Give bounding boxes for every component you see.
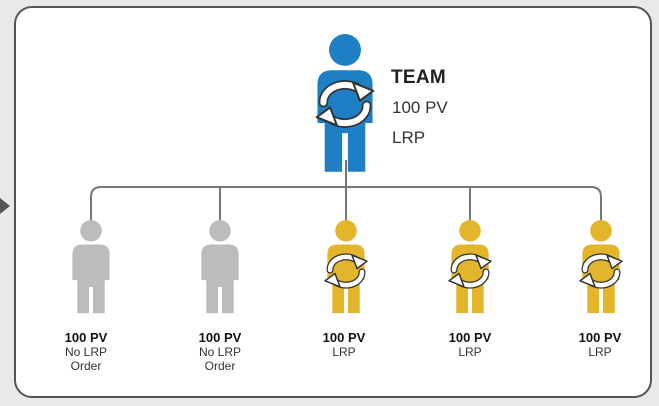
member-label-5: 100 PV LRP — [555, 330, 645, 360]
person-head — [335, 220, 357, 242]
team-pv: 100 PV — [392, 98, 448, 117]
member-pv: 100 PV — [322, 330, 366, 345]
member-line2: Order — [204, 359, 236, 373]
incoming-arrow — [0, 198, 10, 214]
refresh-cycle-icon — [315, 80, 375, 128]
member-pv: 100 PV — [64, 330, 108, 345]
member-line1: LRP — [458, 345, 482, 359]
person-head — [459, 220, 481, 242]
member-figure-2 — [201, 220, 239, 314]
person-head — [329, 34, 361, 66]
member-pv: 100 PV — [448, 330, 492, 345]
person-head — [80, 220, 102, 242]
team-status: LRP — [392, 128, 426, 147]
org-connectors — [90, 160, 602, 228]
team-title: TEAM — [391, 67, 447, 88]
member-line1: LRP — [332, 345, 356, 359]
member-line1: No LRP — [198, 345, 242, 359]
member-label-4: 100 PV LRP — [425, 330, 515, 360]
member-line1: No LRP — [64, 345, 108, 359]
refresh-cycle-icon — [448, 253, 492, 289]
refresh-cycle-icon — [324, 253, 368, 289]
member-label-2: 100 PV No LRP Order — [175, 330, 265, 374]
member-figure-1 — [72, 220, 110, 314]
member-label-3: 100 PV LRP — [299, 330, 389, 360]
member-pv: 100 PV — [198, 330, 242, 345]
person-head — [209, 220, 231, 242]
person-body — [72, 244, 110, 314]
member-label-1: 100 PV No LRP Order — [41, 330, 131, 374]
member-line2: Order — [70, 359, 102, 373]
member-pv: 100 PV — [578, 330, 622, 345]
person-head — [590, 220, 612, 242]
refresh-cycle-icon — [579, 253, 623, 289]
member-line1: LRP — [588, 345, 612, 359]
person-body — [201, 244, 239, 314]
